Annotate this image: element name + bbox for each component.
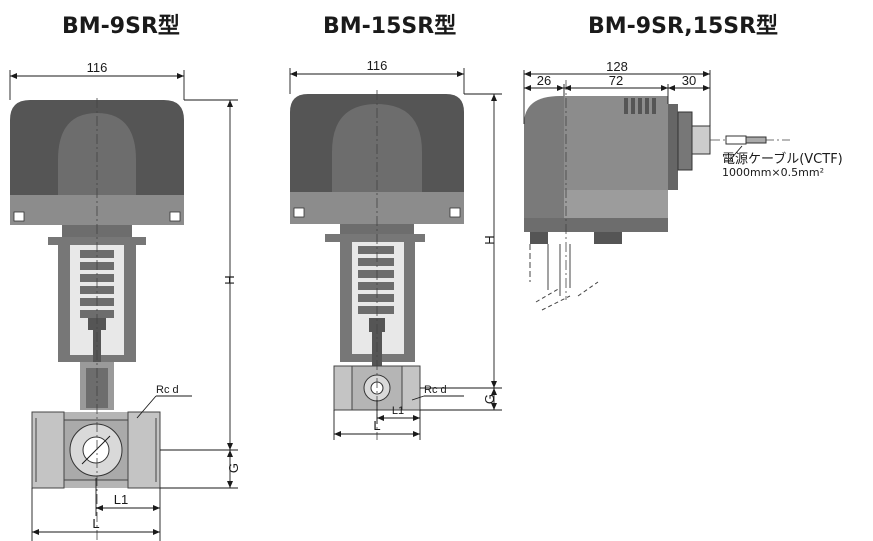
title-bm-15sr: BM-15SR型 — [323, 14, 457, 39]
left-dimension-lines — [9, 70, 238, 541]
middle-width-label: 116 — [367, 58, 388, 73]
cable-spec: 1000mm×0.5mm² — [722, 166, 824, 179]
cable-name: 電源ケーブル(VCTF) — [722, 152, 843, 167]
right-total-label: 128 — [606, 59, 628, 74]
title-bm-9sr: BM-9SR型 — [62, 14, 180, 39]
left-height-label: H — [222, 275, 237, 284]
middle-l1-label: L1 — [392, 405, 404, 417]
right-d2-label: 72 — [609, 73, 623, 88]
middle-valve-drawing — [290, 90, 464, 440]
middle-rc-label: Rc d — [424, 384, 447, 396]
left-g-label: G — [226, 463, 241, 473]
left-l1-label: L1 — [114, 492, 128, 507]
middle-dimension-lines — [289, 68, 502, 440]
title-bm-9sr-15sr: BM-9SR,15SR型 — [588, 14, 779, 39]
left-width-label: 116 — [87, 60, 108, 75]
middle-height-label: H — [482, 235, 497, 244]
right-d3-label: 30 — [682, 73, 696, 88]
middle-g-label: G — [482, 394, 497, 404]
middle-l-label: L — [373, 418, 380, 433]
left-rc-label: Rc d — [156, 384, 179, 396]
left-valve-drawing — [10, 98, 184, 541]
left-l-label: L — [92, 516, 99, 531]
right-d1-label: 26 — [537, 73, 551, 88]
right-dimension-lines — [523, 70, 743, 161]
right-side-drawing — [524, 80, 790, 311]
